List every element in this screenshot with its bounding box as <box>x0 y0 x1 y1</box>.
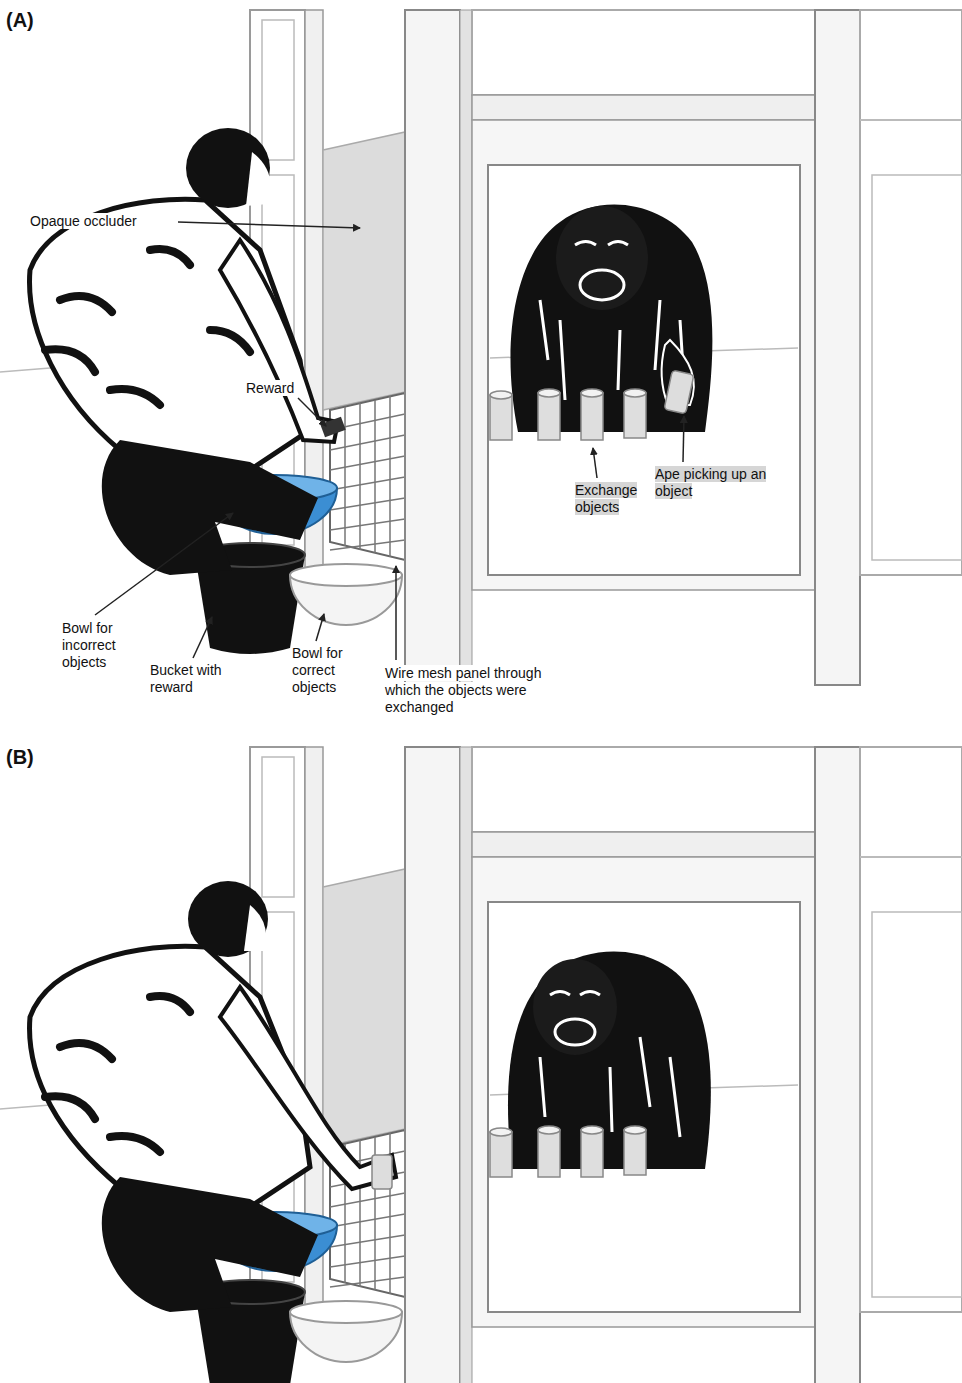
white-bowl <box>290 564 402 625</box>
window-frame <box>472 120 815 590</box>
enclosure-scene <box>0 10 962 685</box>
leader-lines <box>95 222 684 660</box>
glass-frame <box>872 175 962 560</box>
panel-letter: (B) <box>6 745 56 769</box>
experimenter-figure <box>30 881 396 1312</box>
label-ground: Exchange objects <box>575 482 637 515</box>
panel-letter: (A) <box>6 8 56 32</box>
glass-panel <box>860 10 962 575</box>
callout-label: Wire mesh panel through which the object… <box>385 665 550 716</box>
frame-line <box>860 119 962 121</box>
label-ground: Bowl for incorrect objects <box>62 620 116 670</box>
callout-label: Bucket with reward <box>150 662 245 696</box>
callout-label: Exchange objects <box>575 482 650 516</box>
opaque-occluder <box>323 132 405 410</box>
label-ground: Opaque occluder <box>30 213 137 229</box>
callout-label: Ape picking up an object <box>655 466 773 500</box>
callout-label: Bowl for correct objects <box>292 645 356 696</box>
callout-label: Reward <box>246 380 306 397</box>
label-ground: Ape picking up an object <box>655 466 766 499</box>
glass-panel <box>472 10 815 95</box>
label-ground: Wire mesh panel through which the object… <box>385 665 541 715</box>
pillar <box>405 10 460 685</box>
label-ground: Reward <box>246 380 294 396</box>
label-ground: (A) <box>6 9 34 31</box>
label-ground: Bowl for correct objects <box>292 645 343 695</box>
callout-label: Bowl for incorrect objects <box>62 620 134 671</box>
callout-label: Opaque occluder <box>30 213 170 230</box>
label-ground: (B) <box>6 746 34 768</box>
experimenter-figure <box>30 128 346 575</box>
glass-frame <box>262 20 294 160</box>
exchange-objects <box>490 1126 646 1177</box>
pillar <box>815 10 860 685</box>
frame-bar <box>472 95 815 120</box>
label-ground: Bucket with reward <box>150 662 222 695</box>
pillar-side <box>460 10 472 685</box>
exchange-objects <box>490 389 646 440</box>
window <box>488 165 800 575</box>
